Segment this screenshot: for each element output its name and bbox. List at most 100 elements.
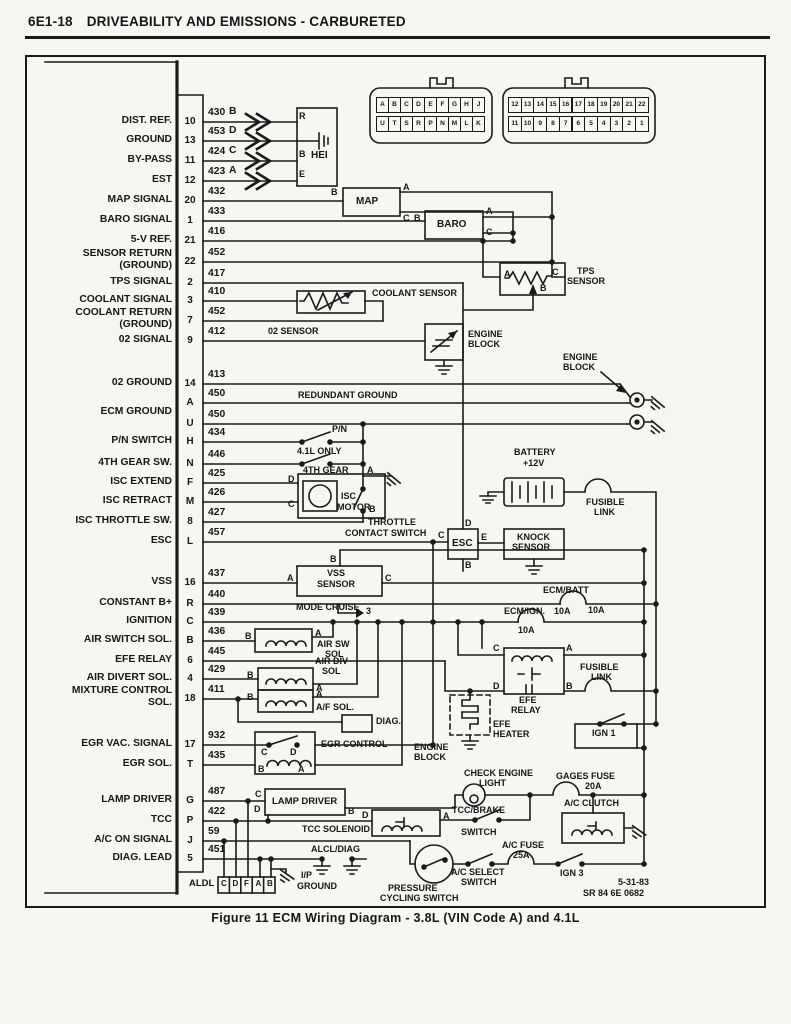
wire-number: 422 [208, 806, 226, 817]
ecm-connector-cavity: 8 [546, 116, 560, 132]
wire-number: 427 [208, 507, 226, 518]
ecm-pin-id: 6 [187, 655, 193, 666]
wire-number: 437 [208, 568, 226, 579]
wire-number: 451 [208, 844, 226, 855]
ecm-connector-cavity: 20 [609, 97, 624, 113]
ecm-connector-cavity: 4 [596, 116, 611, 132]
ecm-pin-label: EFE RELAY [115, 654, 172, 665]
ecm-pin-label: (GROUND) [119, 260, 172, 271]
label-A: A [486, 206, 493, 216]
label-relay: RELAY [511, 705, 541, 715]
label-amp20: 20A [585, 781, 602, 791]
label-sw: SWITCH [461, 877, 497, 887]
ecm-pin-id: 13 [184, 135, 196, 146]
label-amp10: 10A [554, 606, 571, 616]
label-gear4: 4TH GEAR [303, 465, 349, 475]
label-C: C [385, 573, 392, 583]
aldl-pin-letter: D [232, 879, 239, 888]
label-C: C [438, 530, 445, 540]
ecm-pin-id: 14 [184, 378, 196, 389]
label-B: B [330, 554, 337, 564]
label-D: D [254, 804, 261, 814]
ecm-pin-id: F [186, 477, 194, 488]
ecm-pin-id: 11 [184, 155, 196, 166]
label-sol: SOL [322, 666, 341, 676]
label-fus_l1: FUSIBLE [580, 662, 619, 672]
page-title: DRIVEABILITY AND EMISSIONS - CARBURETED [86, 14, 406, 29]
ecm-pin-label: AIR DIVERT SOL. [86, 672, 172, 683]
label-ecmbatt: ECM/BATT [543, 585, 589, 595]
ecm-pin-id: 4 [187, 673, 193, 684]
ecm-pin-label: EGR SOL. [122, 758, 172, 769]
ecm-connector-cavity: 17 [571, 97, 586, 113]
label-A: A [316, 689, 323, 699]
ecm-pin-id: U [186, 418, 194, 429]
wire-number: 450 [208, 388, 226, 399]
label-map: MAP [356, 196, 379, 207]
label-esc: ESC [452, 538, 473, 549]
ecm-pin-label: (GROUND) [119, 319, 172, 330]
ecm-pin-label: SENSOR RETURN [82, 248, 172, 259]
ecm-pin-id: C [186, 616, 194, 627]
label-amp10: 10A [518, 625, 535, 635]
wire-number: 412 [208, 326, 226, 337]
label-eng: ENGINE [563, 352, 598, 362]
label-thr_l1: THROTTLE [368, 517, 416, 527]
ecm-connector-cavity: 16 [558, 97, 573, 113]
wire-number: 436 [208, 626, 226, 637]
ecm-pin-id: M [185, 496, 195, 507]
label-B: B [414, 213, 421, 223]
wire-number: 440 [208, 589, 226, 600]
wire-number: 430 [208, 107, 226, 118]
label-ecmign: ECM/IGN. [504, 606, 546, 616]
wire-number: 434 [208, 427, 226, 438]
ecm-pin-label: EGR VAC. SIGNAL [81, 738, 172, 749]
label-ign3: IGN 3 [560, 868, 584, 878]
ecm-connector-cavity: J [472, 97, 485, 113]
label-B: B [566, 681, 573, 691]
label-baro: BARO [437, 219, 467, 230]
ecm-connector-cavity: 3 [609, 116, 624, 132]
wire-number: 452 [208, 247, 226, 258]
label-tps_l1: TPS [577, 266, 595, 276]
label-press_l1: PRESSURE [388, 883, 438, 893]
wire-number: 410 [208, 286, 226, 297]
ecm-pin-label: GROUND [126, 134, 172, 145]
label-A: A [504, 269, 511, 279]
ecm-pin-id: 17 [184, 739, 196, 750]
ecm-pin-label: LAMP DRIVER [101, 794, 172, 805]
label-C: C [255, 789, 262, 799]
ecm-pin-label: SOL. [147, 697, 172, 708]
wire-number: 417 [208, 268, 226, 279]
label-B: B [247, 692, 254, 702]
label-C: C [403, 213, 410, 223]
ecm-pin-label: ISC EXTEND [110, 476, 172, 487]
label-ign1: IGN 1 [592, 728, 616, 738]
wire-letter: A [229, 165, 237, 176]
ecm-pin-label: ESC [150, 535, 172, 546]
wire-number: 424 [208, 146, 226, 157]
ecm-pin-id: 20 [184, 195, 196, 206]
ecm-pin-id: 7 [187, 315, 193, 326]
label-acselect: A/C SELECT [451, 867, 505, 877]
label-pn: P/N [332, 424, 348, 434]
ecm-pin-id: 22 [184, 256, 196, 267]
ecm-connector-cavity: 5 [584, 116, 598, 132]
wire-number: 445 [208, 646, 226, 657]
label-knock_l2: SENSOR [512, 542, 551, 552]
ecm-pin-label: ISC RETRACT [102, 495, 172, 506]
ecm-pin-label: MAP SIGNAL [107, 194, 172, 205]
label-A: A [566, 643, 573, 653]
ecm-connector-cavity: 11 [508, 116, 522, 132]
label-fus_l2: LINK [591, 672, 612, 682]
ecm-pin-label: TPS SIGNAL [110, 276, 172, 287]
label-code: SR 84 6E 0682 [583, 888, 645, 898]
label-D: D [493, 681, 500, 691]
ecm-pin-label: VSS [151, 576, 172, 587]
wire-number: 433 [208, 206, 226, 217]
label-hei: HEI [311, 150, 328, 161]
label-efe: EFE [493, 719, 511, 729]
ecm-pin-id: 3 [187, 295, 193, 306]
label-gages: GAGES FUSE [556, 771, 616, 781]
